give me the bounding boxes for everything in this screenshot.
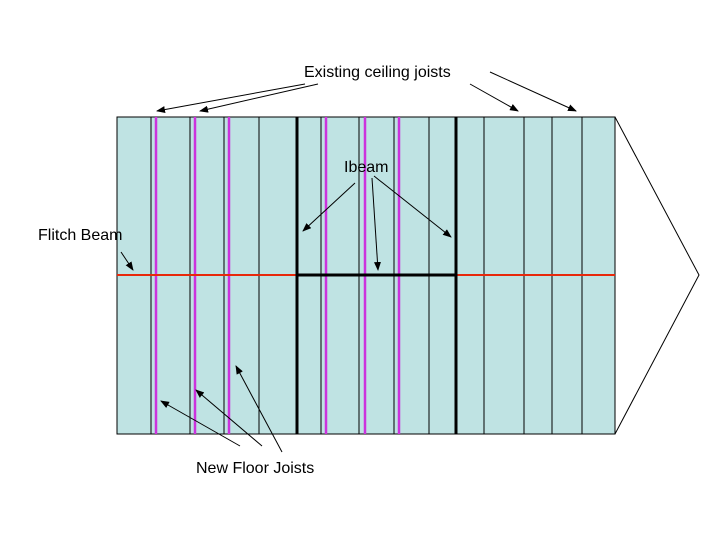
arrow [160, 400, 241, 447]
arrow [156, 83, 306, 114]
ibeam-frame [295, 117, 458, 434]
new-floor-joists-label: New Floor Joists [196, 460, 314, 477]
ibeam-arrows [302, 175, 452, 271]
new-joist-arrows [160, 365, 283, 453]
arrow [371, 177, 381, 271]
arrow [373, 175, 452, 238]
arrow [199, 83, 319, 113]
ibeam-label: Ibeam [344, 159, 388, 176]
arrow [489, 71, 577, 112]
side-gable-outline [614, 116, 700, 435]
arrow [235, 365, 283, 453]
existing-ceiling-joists-label: Existing ceiling joists [304, 64, 451, 81]
ceiling-joist-arrows [156, 71, 577, 114]
flitch-beam-arrow [120, 251, 134, 271]
arrow [195, 389, 263, 447]
arrow [469, 83, 519, 112]
arrow [302, 182, 356, 232]
flitch-beam-label: Flitch Beam [38, 227, 122, 244]
